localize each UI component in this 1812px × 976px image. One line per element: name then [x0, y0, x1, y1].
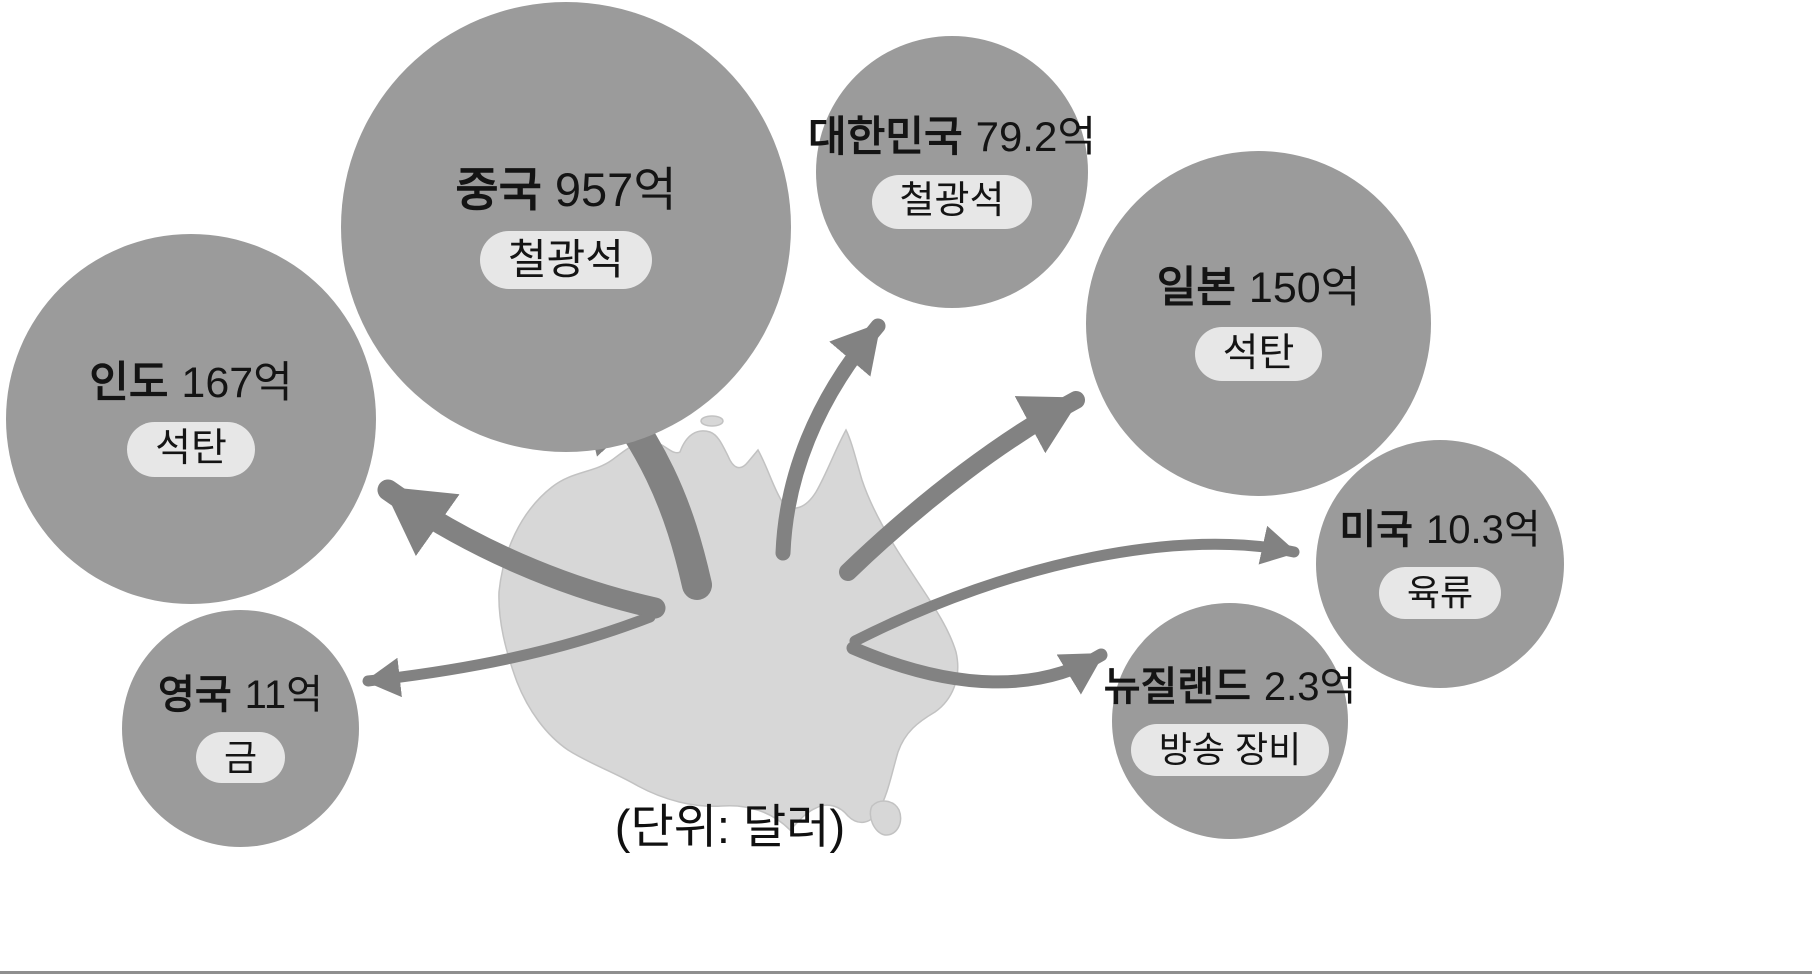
arrow-to-nz-icon — [846, 641, 1108, 695]
arrow-to-korea-icon — [775, 318, 886, 561]
country-label: 일본 150억 — [1156, 263, 1361, 312]
commodity-pill: 석탄 — [1194, 326, 1323, 382]
country-label: 뉴질랜드 2.3억 — [1104, 666, 1357, 708]
country-bubble-korea: 대한민국 79.2억 철광석 — [808, 36, 1096, 308]
country-value: 2.3억 — [1263, 665, 1357, 710]
country-name: 인도 — [89, 359, 169, 407]
country-label: 영국 11억 — [158, 674, 323, 716]
commodity-pill: 금 — [195, 731, 286, 784]
bottom-border-line — [0, 971, 1812, 974]
country-name: 일본 — [1156, 263, 1236, 312]
unit-label: (단위: 달러) — [614, 800, 846, 853]
country-label: 인도 167억 — [89, 359, 293, 407]
country-bubble-india: 인도 167억 석탄 — [6, 234, 376, 604]
country-label: 중국 957억 — [455, 163, 677, 217]
commodity-pill: 육류 — [1378, 567, 1502, 619]
country-value: 10.3억 — [1425, 508, 1541, 553]
country-name: 중국 — [455, 163, 542, 217]
commodity-pill: 철광석 — [480, 230, 652, 289]
tasmania-map-icon — [869, 800, 902, 836]
arrow-to-india-icon — [377, 479, 666, 619]
country-value: 150억 — [1248, 263, 1361, 312]
country-value: 167억 — [181, 359, 293, 407]
arrow-to-usa-icon — [849, 525, 1300, 647]
country-value: 79.2억 — [975, 113, 1096, 161]
arrow-to-japan-icon — [839, 391, 1085, 581]
country-value: 11억 — [244, 672, 323, 717]
country-name: 미국 — [1339, 508, 1413, 553]
melville-island-icon — [700, 415, 724, 427]
arrow-to-uk-icon — [362, 611, 656, 698]
country-name: 영국 — [158, 672, 232, 717]
country-label: 대한민국 79.2억 — [808, 115, 1096, 159]
country-label: 미국 10.3억 — [1339, 509, 1540, 551]
commodity-pill: 석탄 — [127, 422, 255, 477]
country-bubble-usa: 미국 10.3억 육류 — [1316, 440, 1564, 688]
country-bubble-china: 중국 957억 철광석 — [341, 2, 791, 452]
country-bubble-japan: 일본 150억 석탄 — [1086, 151, 1431, 496]
commodity-pill: 철광석 — [871, 175, 1033, 229]
country-name: 뉴질랜드 — [1103, 665, 1251, 710]
export-arrows — [362, 318, 1300, 698]
australia-map-icon — [498, 428, 959, 832]
country-value: 957억 — [554, 163, 677, 217]
country-bubble-uk: 영국 11억 금 — [122, 610, 359, 847]
country-bubble-new-zealand: 뉴질랜드 2.3억 방송 장비 — [1104, 603, 1356, 839]
country-name: 대한민국 — [808, 113, 963, 161]
commodity-pill: 방송 장비 — [1130, 724, 1330, 776]
